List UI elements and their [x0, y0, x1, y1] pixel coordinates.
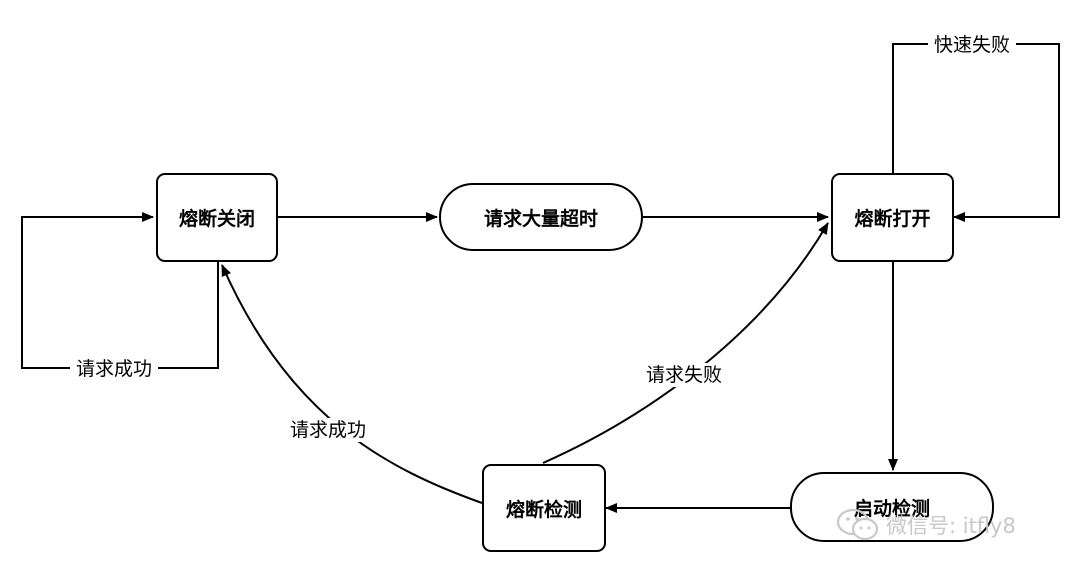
probe-success-label: 请求成功: [284, 418, 373, 442]
node-breaker-probe-label: 熔断检测: [505, 498, 582, 521]
node-start-probe-label: 启动检测: [853, 497, 930, 520]
node-breaker-probe: 熔断检测: [482, 464, 606, 552]
node-breaker-closed: 熔断关闭: [156, 173, 278, 262]
closed-self-loop-arrow: [21, 212, 219, 369]
node-breaker-open: 熔断打开: [831, 173, 954, 262]
open-self-loop-arrow: [892, 43, 1060, 222]
node-start-probe: 启动检测: [790, 472, 994, 542]
node-breaker-closed-label: 熔断关闭: [178, 208, 255, 230]
node-request-timeouts: 请求大量超时: [439, 183, 643, 251]
watermark: 微信号: itfly8: [836, 508, 1016, 542]
node-request-timeouts-label: 请求大量超时: [483, 207, 598, 230]
probe-success-arrow: [221, 264, 483, 504]
watermark-text: 微信号: itfly8: [886, 514, 1016, 538]
open-self-loop-label: 快速失败: [928, 33, 1017, 57]
wechat-icon: [836, 508, 879, 541]
closed-self-loop-label: 请求成功: [70, 357, 159, 381]
probe-failure-label: 请求失败: [640, 363, 729, 387]
probe-failure-arrow: [542, 222, 829, 464]
node-breaker-open-label: 熔断打开: [854, 208, 931, 230]
